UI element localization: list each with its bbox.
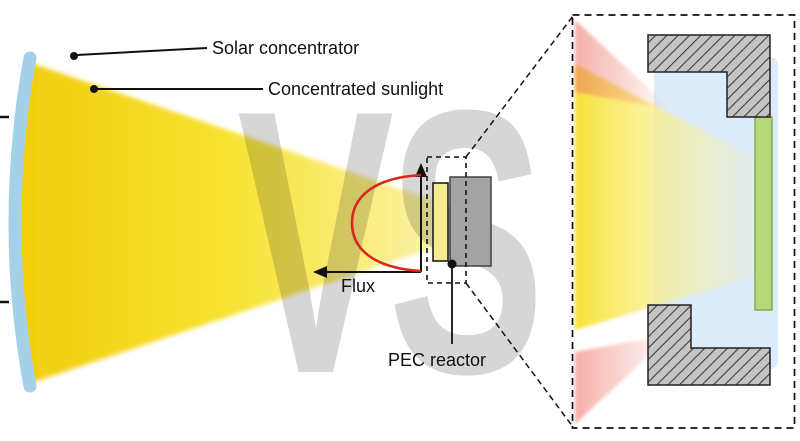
vs-watermark: VS bbox=[237, 33, 544, 441]
flux-label: Flux bbox=[341, 276, 375, 296]
inset-panel-border bbox=[571, 14, 796, 429]
reactor-wall-bottom bbox=[647, 304, 771, 386]
pec-reactor-window bbox=[432, 182, 449, 262]
reactor-wall-top bbox=[647, 34, 771, 118]
flux-profile-plot: Flux bbox=[313, 163, 427, 296]
solar-concentrator-callout: Solar concentrator bbox=[70, 38, 359, 60]
zoom-region-dashed-box bbox=[426, 156, 467, 284]
callout-dot bbox=[70, 52, 78, 60]
pec-reactor-body bbox=[449, 176, 492, 267]
concentrated-sunlight-callout: Concentrated sunlight bbox=[90, 79, 443, 99]
concentrated-sunlight-label: Concentrated sunlight bbox=[268, 79, 443, 99]
pec-pointer-dot bbox=[447, 259, 457, 269]
pec-reactor-assembly: PEC reactor bbox=[388, 156, 492, 370]
concentrated-sunlight-beam bbox=[16, 62, 433, 384]
inset-light-cone bbox=[575, 64, 756, 330]
vs-watermark-text: VS bbox=[237, 33, 538, 441]
callout-line bbox=[76, 47, 208, 56]
flux-axis-left-arrowhead bbox=[313, 266, 327, 278]
flux-axis-up-arrowhead bbox=[415, 163, 427, 177]
callout-dot bbox=[90, 85, 98, 93]
pec-reactor-label: PEC reactor bbox=[388, 350, 486, 370]
reactor-inset-panel bbox=[571, 14, 796, 429]
flux-distribution-curve bbox=[350, 173, 422, 273]
photoelectrode bbox=[754, 116, 773, 311]
solar-concentrator-label: Solar concentrator bbox=[212, 38, 359, 58]
stray-light-top bbox=[575, 20, 672, 110]
solar-concentrator-mirror bbox=[8, 51, 37, 393]
